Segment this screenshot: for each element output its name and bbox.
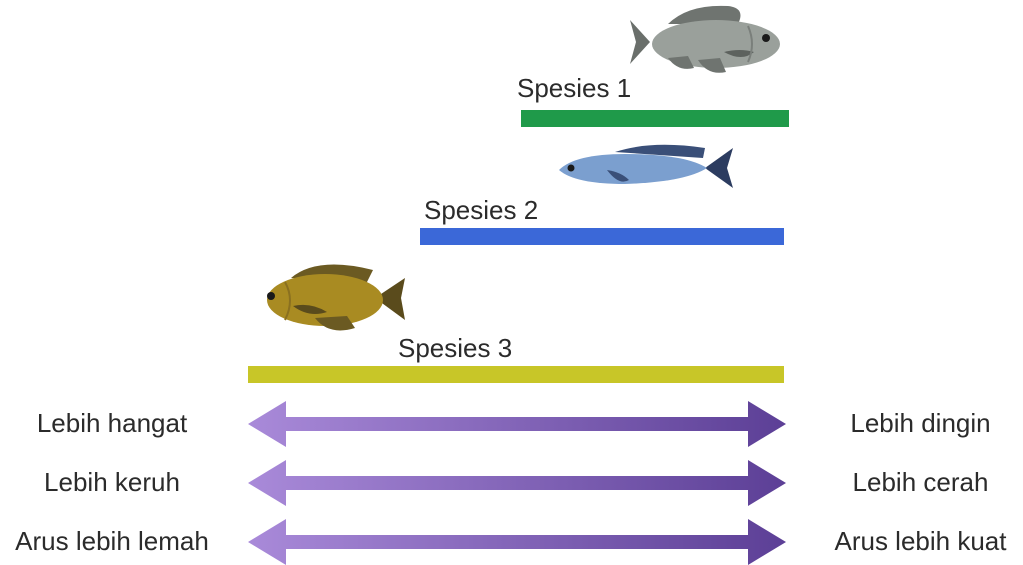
gradient-right-label: Arus lebih kuat — [834, 526, 1007, 556]
blue-goby-icon — [559, 144, 733, 188]
grey-tilapia-icon — [630, 5, 780, 73]
species-1-label: Spesies 1 — [517, 73, 632, 103]
gradient-left-label: Arus lebih lemah — [15, 526, 209, 556]
species-2-range-bar — [420, 228, 784, 245]
gradient-left-label: Lebih hangat — [36, 408, 188, 438]
species-3-range-bar — [248, 366, 784, 383]
species-1-range-bar — [521, 110, 789, 127]
species-3-label: Spesies 3 — [398, 333, 513, 363]
gradient-right-label: Lebih cerah — [852, 467, 989, 497]
temperature-arrow — [248, 401, 786, 447]
current-arrow — [248, 519, 786, 565]
gradient-left-label: Lebih keruh — [44, 467, 180, 497]
species-2-label: Spesies 2 — [424, 195, 539, 225]
olive-cichlid-icon — [267, 264, 405, 331]
clarity-arrow — [248, 460, 786, 506]
gradient-right-label: Lebih dingin — [850, 408, 991, 438]
